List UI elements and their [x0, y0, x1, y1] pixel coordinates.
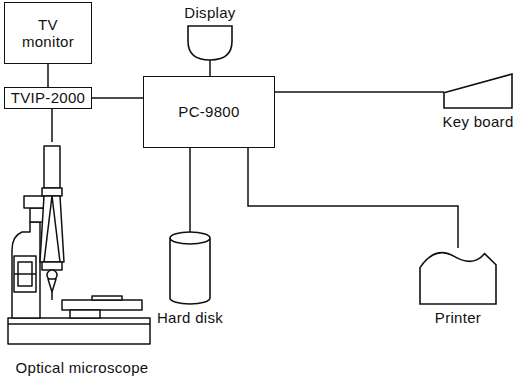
connector-line [92, 97, 143, 99]
microscope-stage [62, 300, 142, 310]
stage-support [70, 310, 100, 318]
objective-tip [48, 279, 56, 292]
display-symbol [188, 26, 232, 60]
base-edge [8, 323, 150, 325]
printer-symbol: Printer [412, 248, 504, 326]
node-label: Key board [442, 113, 514, 130]
connector-line [51, 109, 53, 142]
keyboard-symbol: Key board [444, 74, 512, 130]
connector-line [248, 148, 458, 248]
camera-adapter [42, 188, 62, 196]
knob-line [14, 273, 36, 275]
microscope-pillar [12, 222, 40, 318]
node-label: Printer [410, 309, 506, 326]
connector-line [47, 64, 49, 87]
node-label: TVIP-2000 [11, 89, 85, 106]
connector-line [209, 60, 211, 76]
computer-box: PC-9800 [143, 76, 275, 148]
node-label: Hard disk [148, 309, 232, 326]
monitor-box: TV monitor [4, 2, 92, 64]
keyboard-symbol [444, 74, 512, 108]
connector-line [189, 148, 191, 232]
disk-symbol: Hard disk [150, 232, 230, 326]
microscope-base [8, 318, 150, 344]
microscope-tube [40, 196, 64, 262]
tube-line [52, 196, 60, 262]
connector-line [275, 91, 444, 93]
objective-mount [42, 262, 62, 270]
microscope-node: Optical microscope [2, 142, 162, 376]
arm-block [24, 196, 44, 208]
specimen-slide [92, 296, 122, 300]
focus-line [51, 292, 53, 300]
node-label: TV monitor [16, 16, 80, 51]
node-label: PC-9800 [178, 103, 239, 120]
disk-symbol [170, 232, 210, 304]
node-label: Display [178, 4, 242, 21]
tv-camera [44, 146, 60, 188]
printer-symbol [420, 253, 496, 304]
processor-box: TVIP-2000 [4, 87, 92, 109]
tube-line [44, 196, 52, 262]
node-label: Optical microscope [0, 359, 164, 376]
display-symbol: Display [180, 4, 240, 60]
focus-housing [14, 256, 36, 292]
